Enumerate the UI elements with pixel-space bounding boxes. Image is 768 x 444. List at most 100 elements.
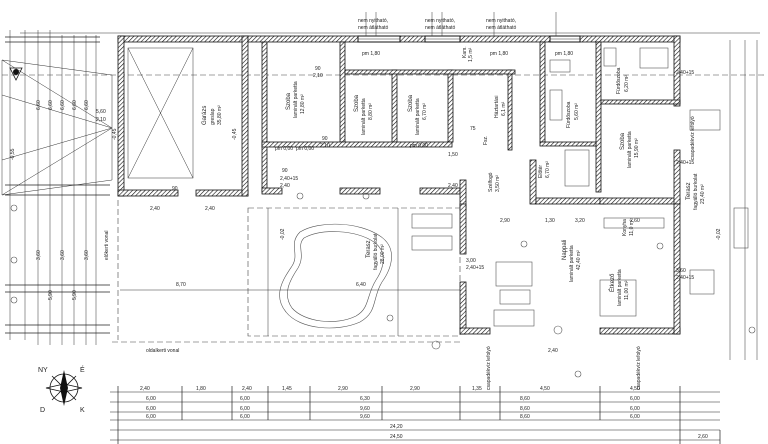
szoba1-name: Szoba <box>286 92 292 110</box>
d240-b: 2,40 <box>448 183 458 189</box>
r1-3: 1,45 <box>282 386 292 392</box>
szelfoglo-name: Szélfogó <box>488 172 494 192</box>
szoba4-sub: laminált parketta <box>627 131 633 168</box>
furdo2-name: Fürdőszoba <box>616 67 622 94</box>
eloter-name: Előtér <box>538 165 544 178</box>
garage-door-90: 90 <box>172 186 178 192</box>
terrace-area: -0,02 6,40 8,70 <box>120 207 461 337</box>
r1-5: 2,90 <box>410 386 420 392</box>
note-na-3: nem átlátható <box>486 25 517 31</box>
d90-c: 90 <box>282 168 288 174</box>
r3-2: 9,60 <box>360 406 370 412</box>
garazs-sub: greslap <box>210 108 216 125</box>
oldalkert-label: oldalkerti vonal <box>146 348 179 354</box>
szoba2-area: 8,80 m² <box>368 103 374 120</box>
elokert-label: előkerti vonal <box>104 231 110 260</box>
szoba3-sub: laminált parketta <box>415 98 421 135</box>
kamra-area: 1,5 m² <box>468 47 474 62</box>
terasz1-area: 28,00 m² <box>380 244 386 264</box>
r2-1: 6,00 <box>240 396 250 402</box>
level-terrace: -0,02 <box>280 228 286 240</box>
top-windows <box>357 35 581 43</box>
d320: 3,20 <box>575 218 585 224</box>
nappali-area: 42,40 m² <box>576 250 582 270</box>
level-m055: -0,55 <box>10 148 16 160</box>
terasz1-name: Terasz <box>366 240 372 258</box>
terasz2-area: 23,40 m² <box>700 184 706 204</box>
furdo2-area: 6,20 m² <box>624 75 630 92</box>
level-m045: -0,45 <box>112 128 118 140</box>
right-labels: csapadékvíz lefolyó csapadékvíz lefolyó … <box>486 40 758 390</box>
konyha-name: Konyha <box>622 219 628 236</box>
garage-dim-560: 5,60 <box>96 109 106 115</box>
left-dim-8: 5,90 <box>48 290 54 300</box>
r2-2: 6,30 <box>360 396 370 402</box>
r3-3: 8,60 <box>520 406 530 412</box>
szoba2-sub: laminált parketta <box>361 98 367 135</box>
room-labels: Szoba laminált parketta 12,80 m² Szoba l… <box>286 46 706 306</box>
left-dim-1: 6,60 <box>48 100 54 110</box>
left-dim-7: 3,60 <box>84 250 90 260</box>
terrace-dim-640: 6,40 <box>356 282 366 288</box>
garage-dim-210: 2,10 <box>96 117 106 123</box>
szoba3-area: 6,70 m² <box>422 103 428 120</box>
haztartasi-area: 6,1 m² <box>501 101 507 116</box>
bottom-dimensions: 2,40 1,80 2,40 1,45 2,90 2,90 1,35 4,50 … <box>110 386 721 444</box>
d240-15-c: 2,40+15 <box>676 160 694 166</box>
entry-marker <box>9 67 23 81</box>
r4-1: 6,00 <box>240 414 250 420</box>
d240-15-e: 2,40+15 <box>466 265 484 271</box>
left-dim-5: 3,60 <box>36 250 42 260</box>
konyha-area: 11,0 m² <box>629 219 635 236</box>
d210-b: 2,10 <box>320 143 330 149</box>
bathroom-fixtures <box>549 47 669 187</box>
szelfoglo-area: 3,50 m² <box>495 175 501 192</box>
csapadek-1: csapadékvíz lefolyó <box>690 116 696 160</box>
etkezo-sub: laminált parketta <box>617 269 623 306</box>
level-right: -0,02 <box>716 228 722 240</box>
szoba4-area: 15,90 m² <box>634 138 640 158</box>
d90-b: 90 <box>322 136 328 142</box>
terrace-dim-870: 8,70 <box>176 282 186 288</box>
pm000-1: pm 0,00 <box>275 146 293 152</box>
eloter-area: 6,70 m² <box>545 161 551 178</box>
driveway: -0,45 <box>1 59 765 196</box>
note-na-1: nem átlátható <box>358 25 389 31</box>
d75: 75 <box>470 126 476 132</box>
kamra-name: Kam. <box>462 46 468 58</box>
szoba1-sub: laminált parketta <box>293 81 299 118</box>
r1-0: 2,40 <box>140 386 150 392</box>
garage-level: -0,45 <box>232 128 238 140</box>
d300: 3,00 <box>466 258 476 264</box>
r4-0: 6,00 <box>146 414 156 420</box>
compass-k: K <box>80 407 85 414</box>
furdo1-area: 5,60 m² <box>574 103 580 120</box>
etkezo-area: 11,00 m² <box>624 280 630 300</box>
garage-dim-240b: 2,40 <box>205 206 215 212</box>
d360: 3,60 <box>676 268 686 274</box>
r3-4: 6,00 <box>630 406 640 412</box>
level-markers <box>10 192 756 378</box>
d240-15-a: 2,40+15 <box>280 176 298 182</box>
fsz-name: Fsz. <box>483 136 489 145</box>
pm180-1: pm 1,80 <box>362 51 380 57</box>
d90-a: 90 <box>315 66 321 72</box>
csapadek-3: csapadékvíz lefolyó <box>636 346 642 390</box>
total-2450: 24,50 <box>390 434 403 440</box>
r4-3: 8,60 <box>520 414 530 420</box>
pm180-3: pm 1,80 <box>555 51 573 57</box>
r1-6: 1,35 <box>472 386 482 392</box>
d150: 1,50 <box>448 152 458 158</box>
garage: 5,60 2,10 Garázs greslap 35,80 m² 90 -0,… <box>96 35 249 212</box>
left-dim-9: 5,90 <box>72 290 78 300</box>
d130: 1,30 <box>545 218 555 224</box>
csapadek-2: csapadékvíz lefolyó <box>486 346 492 390</box>
pm000-2: pm 0,00 <box>410 143 428 149</box>
r2-4: 6,00 <box>630 396 640 402</box>
compass-e: É <box>80 365 85 374</box>
r4-2: 9,60 <box>360 414 370 420</box>
sunbed-2 <box>411 235 453 251</box>
r3-1: 6,00 <box>240 406 250 412</box>
top-notes: nem nyitható, nem átlátható nem nyitható… <box>20 12 760 57</box>
